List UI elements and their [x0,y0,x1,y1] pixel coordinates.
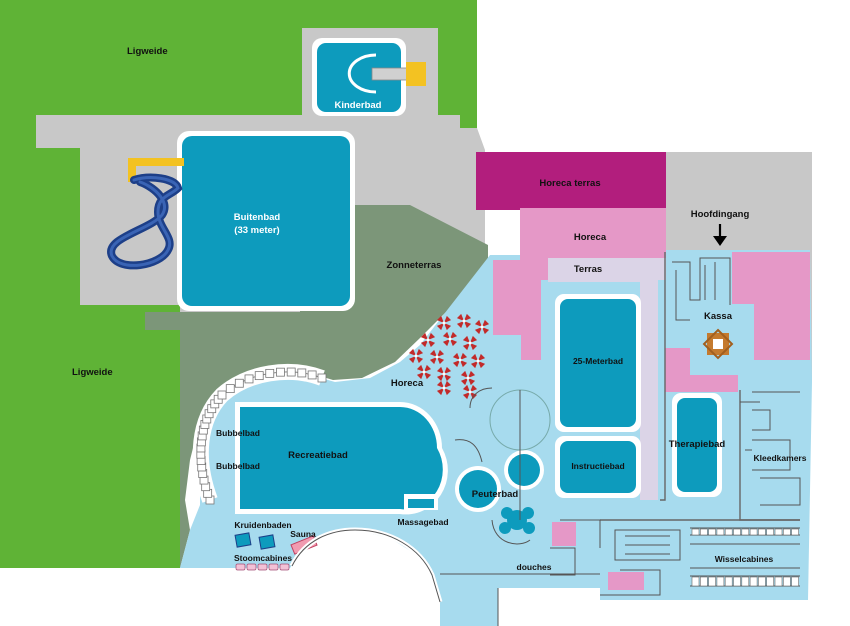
umbrella-icon [436,380,452,396]
umbrella-icon [470,353,486,369]
bubbelbad-ring [192,364,327,505]
umbrella-icon [420,332,436,348]
horeca-block-left1 [493,260,521,294]
umbrella-icon [456,313,472,329]
umbrella-icon [429,349,445,365]
bubbelbad-seat [276,367,285,377]
label-hoofdingang: Hoofdingang [691,209,750,220]
label-buitenbad-size: (33 meter) [234,225,279,236]
label-kruidenbaden: Kruidenbaden [234,520,291,530]
bubbelbad-seat [254,371,264,381]
umbrella-icon [452,352,468,368]
umbrella-icon [474,319,490,335]
label-instructiebad: Instructiebad [571,461,624,471]
label-peuterbad: Peuterbad [472,489,519,500]
kruidenbaden-tubs [234,532,276,550]
label-zonneterras: Zonneterras [387,260,442,271]
wissel-pink-2 [608,572,644,590]
umbrella-icon [442,331,458,347]
umbrella-group [408,313,490,400]
horeca-terras-block [476,152,666,210]
ligweide-area [0,0,477,568]
horeca-block-left3 [521,280,541,360]
label-douches: douches [517,562,552,572]
entrance-block-2 [754,252,810,360]
label-terras: Terras [574,264,602,275]
arrow-down-icon [713,224,727,246]
bubbelbad-seat [317,373,327,383]
ticket-desk-icon [702,328,734,360]
bubbelbad-seat [217,390,227,400]
label-bubbelbad-2: Bubbelbad [216,461,260,471]
wissel-pink-1 [552,522,576,546]
bad25-pool [560,299,636,427]
label-ligweide-left: Ligweide [72,367,113,378]
buitenbad-pool [182,136,350,306]
therapy-pink-l [665,348,738,392]
label-recreatiebad: Recreatiebad [288,450,348,461]
umbrella-icon [462,335,478,351]
wisselcabines-lockers [691,528,799,587]
kinderbad-slide-ramp [371,67,411,81]
label-kleedkamers: Kleedkamers [754,453,807,463]
umbrella-icon [436,366,452,382]
therapiebad-pool [677,398,717,492]
label-horeca-inside: Horeca [574,232,607,243]
kinderbad-slide-top [406,62,426,86]
interior-walls [440,252,801,626]
bubbelbad-seat [244,374,254,384]
label-buitenbad: Buitenbad [234,212,281,223]
umbrella-icon [408,348,424,364]
slide-tower [128,158,184,166]
horeca-block-left2 [493,293,521,335]
instructiebad-pool [560,441,636,493]
bubbelbad-seat [307,370,317,380]
label-massagebad: Massagebad [397,517,448,527]
label-stoomcabines: Stoomcabines [234,553,292,563]
label-sauna: Sauna [290,529,316,539]
entrance-block-1 [732,252,754,304]
bubbelbad-seat [225,384,235,394]
bubbelbad-seat [265,368,275,378]
bubbelbad-seat [297,368,307,378]
label-therapiebad: Therapiebad [669,439,726,450]
umbrella-icon [416,364,432,380]
label-kassa: Kassa [704,311,733,322]
umbrella-icon [460,370,476,386]
label-kinderbad: Kinderbad [335,100,382,111]
bubbelbad-seat [234,378,244,388]
label-horeca-terras: Horeca terras [539,178,600,189]
bubbelbad-seat [286,367,296,377]
terras-block [548,258,666,500]
zonneterras-area [145,205,488,568]
kinderbad-pool [317,43,401,112]
recreatiebad-pool [240,407,443,510]
label-wisselcabines: Wisselcabines [715,554,774,564]
label-ligweide-top: Ligweide [127,46,168,57]
umbrella-icon [436,315,452,331]
label-bubbelbad-1: Bubbelbad [216,428,260,438]
horeca-block [520,208,666,280]
stoomcabines-row [235,563,290,571]
kinderbad-ring [347,53,377,94]
peuterbad-flower [499,507,535,534]
slide-tower-post [128,158,136,182]
label-25-meterbad: 25-Meterbad [573,356,623,366]
label-horeca-outdoor: Horeca [391,378,424,389]
